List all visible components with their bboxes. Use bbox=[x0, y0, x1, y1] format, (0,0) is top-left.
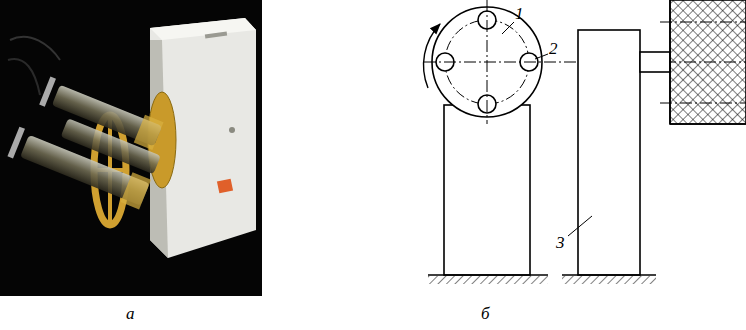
callout-number: 2 bbox=[549, 40, 558, 57]
device-photo bbox=[0, 0, 262, 296]
callout-number: 1 bbox=[515, 5, 524, 22]
callout-number: 3 bbox=[556, 234, 565, 251]
figure-caption: а bbox=[126, 305, 135, 322]
figure-caption: б bbox=[481, 305, 490, 322]
schematic bbox=[424, 0, 746, 284]
